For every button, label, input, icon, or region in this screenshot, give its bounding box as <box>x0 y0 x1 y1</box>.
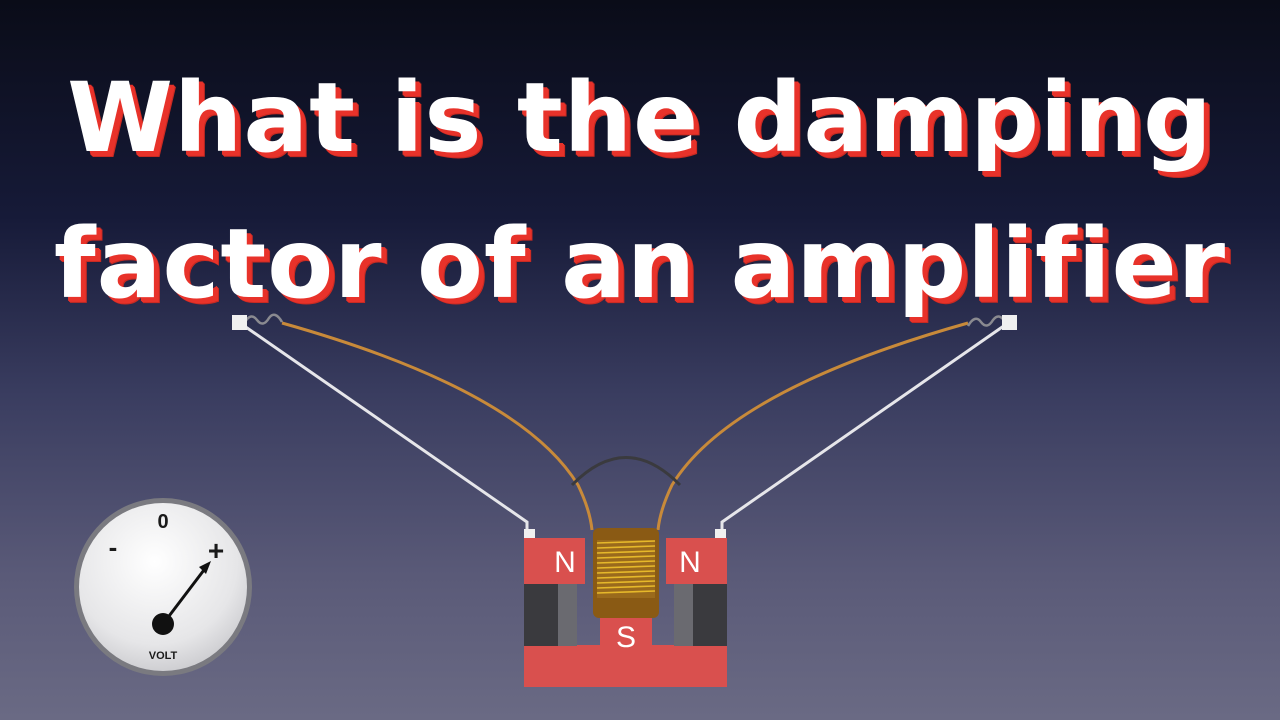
wire-left-copper <box>281 321 594 531</box>
magnet-left-gray <box>558 584 577 646</box>
pole-center-label: S <box>616 621 636 654</box>
voice-coil <box>593 528 659 618</box>
magnet-right-dark <box>693 584 727 646</box>
magnet: N N S <box>524 538 727 687</box>
meter-needle <box>161 565 209 625</box>
meter-plus-label: + <box>208 535 224 566</box>
coil-loop-wire <box>570 456 682 487</box>
magnet-base <box>524 645 727 687</box>
title-line-1: What is the damping <box>67 62 1213 174</box>
terminal-top-left <box>232 315 247 330</box>
pole-left-label: N <box>554 546 576 579</box>
meter-zero-label: 0 <box>157 511 168 533</box>
meter-needle-tip <box>199 561 211 574</box>
wire-left-squiggle <box>243 313 284 325</box>
voltmeter-gauge-icon: 0 - + VOLT <box>74 498 252 676</box>
meter-unit-label: VOLT <box>149 650 178 662</box>
meter-minus-label: - <box>109 532 118 562</box>
magnet-left-dark <box>524 584 558 646</box>
magnet-right-gray <box>674 584 693 646</box>
pole-center <box>600 614 652 646</box>
pole-right-label: N <box>679 546 701 579</box>
wire-right-copper <box>656 321 969 531</box>
title-line-2: factor of an amplifier <box>53 208 1227 320</box>
wire-right-squiggle <box>966 315 1007 327</box>
pole-right <box>666 538 727 584</box>
terminal-bottom-right <box>715 529 726 539</box>
terminal-top-right <box>1002 315 1017 330</box>
wires <box>239 313 1009 536</box>
terminal-bottom-left <box>524 529 535 539</box>
pole-left <box>524 538 585 584</box>
meter-pivot <box>152 613 174 635</box>
